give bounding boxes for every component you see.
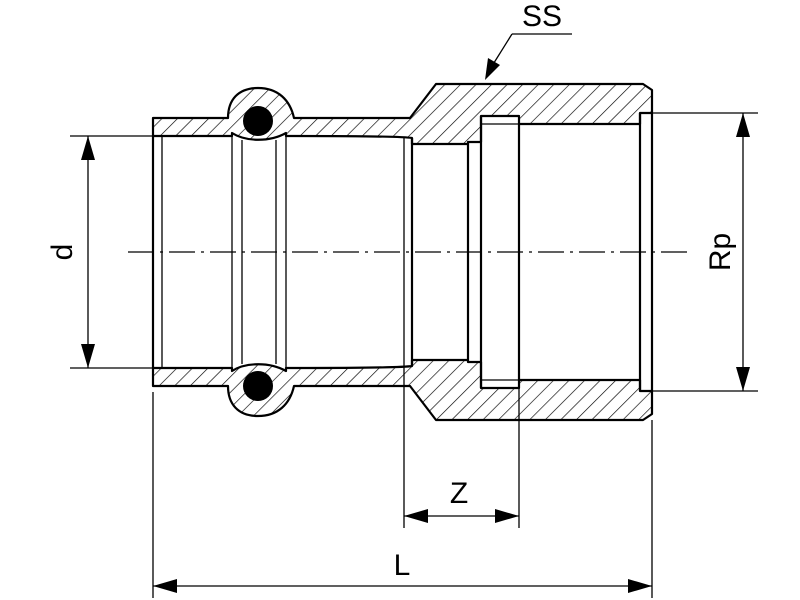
dimension-rp — [652, 112, 758, 392]
label-ss: SS — [522, 0, 562, 33]
material-leader — [485, 33, 572, 80]
dimension-z — [403, 367, 520, 528]
label-z: Z — [450, 477, 468, 510]
seal-ring-bottom — [243, 371, 273, 401]
top-wall-section — [151, 82, 654, 146]
dimension-d — [70, 135, 153, 369]
seal-ring-top — [243, 106, 273, 136]
label-d: d — [46, 244, 79, 261]
bottom-wall-section — [151, 358, 654, 422]
dimension-l — [152, 392, 653, 598]
label-rp: Rp — [704, 233, 737, 271]
label-l: L — [394, 549, 411, 582]
